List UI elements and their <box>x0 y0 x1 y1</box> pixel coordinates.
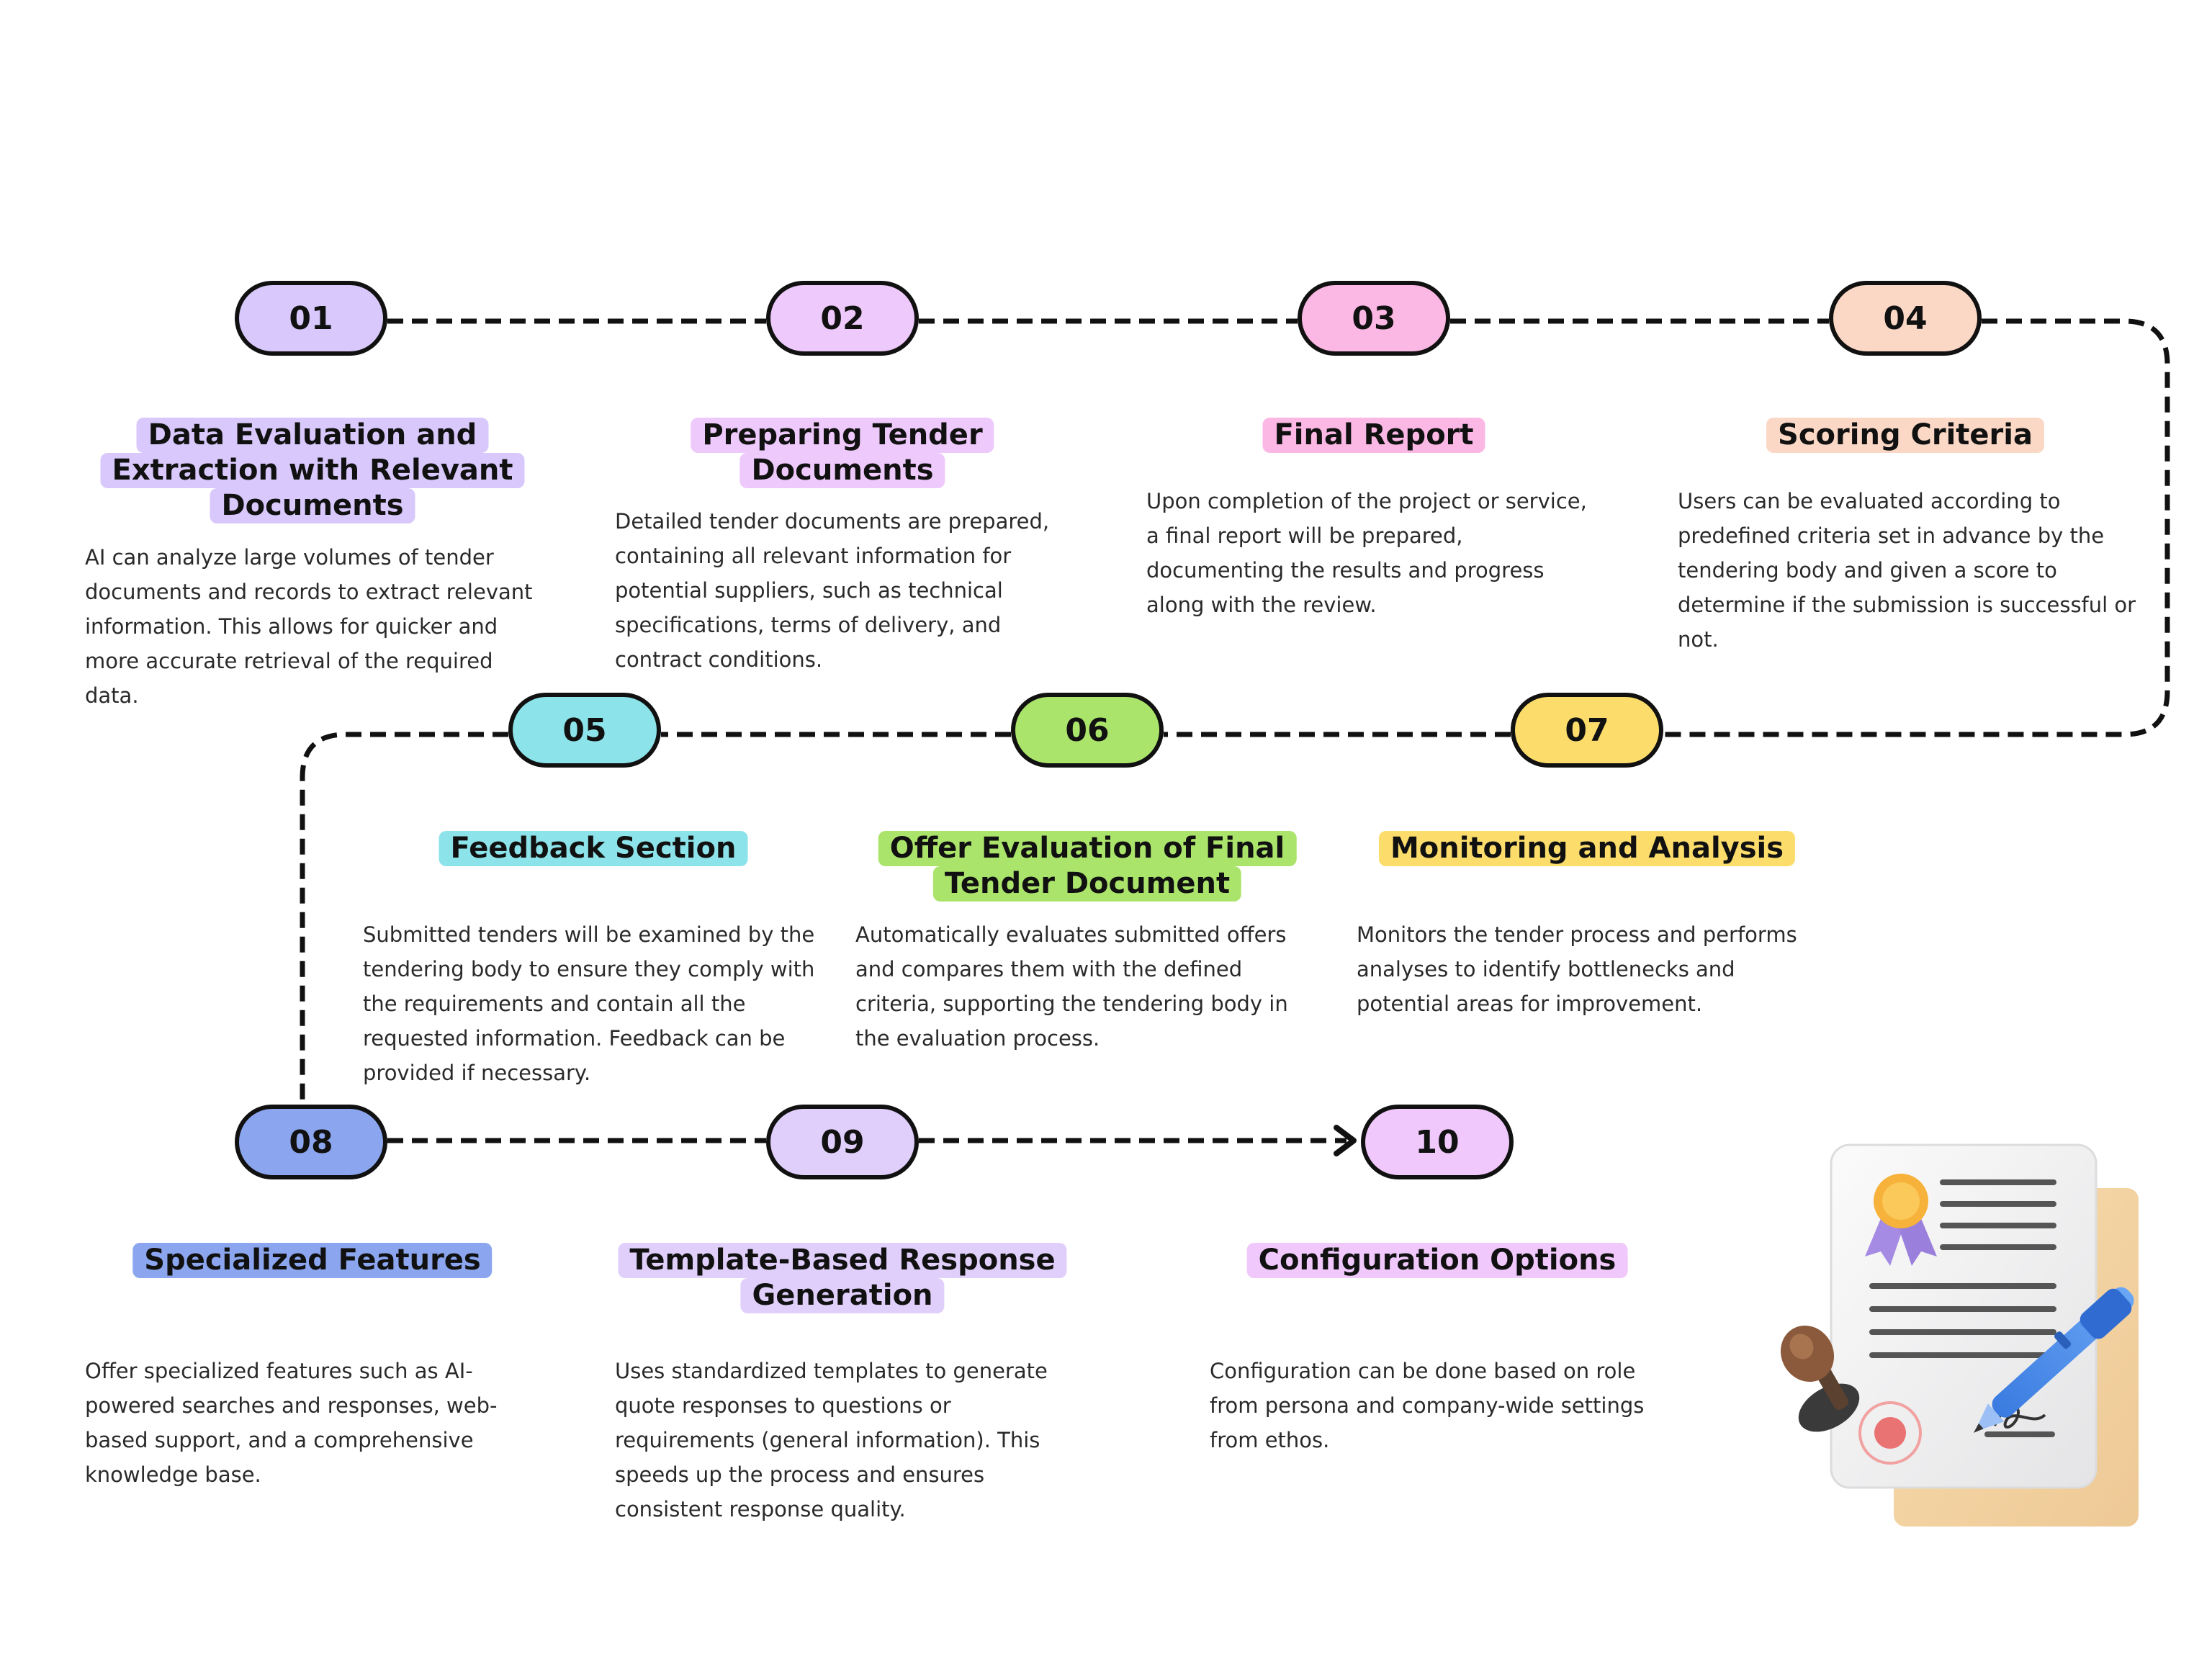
step-03-description: Upon completion of the project or servic… <box>1146 484 1587 622</box>
rubber-stamp-icon <box>1780 1325 1860 1432</box>
step-01-description-line: documents and records to extract relevan… <box>85 580 533 604</box>
step-06-description-line: Automatically evaluates submitted offers <box>855 922 1287 947</box>
step-09-title: Template-Based Response Generation <box>618 1243 1067 1313</box>
ribbon-badge-icon <box>1865 1174 1937 1266</box>
step-05-description-line: provided if necessary. <box>363 1061 591 1085</box>
step-07-number-pill: 07 <box>1511 693 1663 768</box>
step-06-description-line: criteria, supporting the tendering body … <box>855 992 1288 1016</box>
arrowhead-icon <box>1334 1125 1357 1156</box>
step-01-description: AI can analyze large volumes of tender d… <box>85 540 533 713</box>
step-02-title-line: Documents <box>739 453 945 488</box>
step-06-title-line: Tender Document <box>932 866 1242 902</box>
step-02-description-line: potential suppliers, such as technical <box>615 578 1003 603</box>
step-09-title-line: Generation <box>740 1278 945 1313</box>
step-05-description: Submitted tenders will be examined by th… <box>363 917 814 1090</box>
step-05-description-line: requested information. Feedback can be <box>363 1026 786 1051</box>
step-05-title-line: Feedback Section <box>439 831 748 866</box>
step-04-description-line: determine if the submission is successfu… <box>1678 593 2136 617</box>
step-02-title: Preparing Tender Documents <box>691 418 994 488</box>
step-10-number-pill: 10 <box>1361 1105 1514 1179</box>
step-03-number-pill: 03 <box>1298 281 1450 356</box>
step-04-description-line: tendering body and given a score to <box>1678 558 2057 583</box>
step-01-title: Data Evaluation and Extraction with Rele… <box>100 418 525 523</box>
step-09-title-line: Template-Based Response <box>618 1243 1067 1278</box>
step-02-description: Detailed tender documents are prepared, … <box>615 504 1049 677</box>
step-03-description-line: Upon completion of the project or servic… <box>1146 489 1587 513</box>
step-01-description-line: data. <box>85 683 139 708</box>
step-05-description-line: the requirements and contain all the <box>363 992 746 1016</box>
step-10-description-line: from ethos. <box>1210 1428 1330 1452</box>
step-04-description-line: not. <box>1678 627 1719 652</box>
step-02-title-line: Preparing Tender <box>691 418 994 453</box>
step-10-description-line: Configuration can be done based on role <box>1210 1359 1636 1383</box>
step-10-description: Configuration can be done based on role … <box>1210 1354 1644 1457</box>
step-04-number-pill: 04 <box>1829 281 1982 356</box>
step-01-description-line: more accurate retrieval of the required <box>85 649 493 673</box>
step-04-description-line: predefined criteria set in advance by th… <box>1678 523 2105 548</box>
step-09-description-line: speeds up the process and ensures <box>615 1462 985 1487</box>
step-06-number-pill: 06 <box>1011 693 1164 768</box>
step-05-number-pill: 05 <box>508 693 661 768</box>
step-04-description: Users can be evaluated according to pred… <box>1678 484 2136 657</box>
step-09-description-line: quote responses to questions or <box>615 1393 951 1418</box>
step-08-description: Offer specialized features such as AI- p… <box>85 1354 497 1492</box>
step-07-title-line: Monitoring and Analysis <box>1378 831 1796 866</box>
step-01-title-line: Documents <box>210 488 415 523</box>
step-01-description-line: information. This allows for quicker and <box>85 614 498 639</box>
step-04-title-line: Scoring Criteria <box>1766 418 2044 453</box>
step-03-title-line: Final Report <box>1262 418 1485 453</box>
step-03-description-line: a final report will be prepared, <box>1146 523 1463 548</box>
step-01-title-line: Data Evaluation and <box>136 418 489 453</box>
connector-line <box>300 318 2170 1143</box>
step-01-description-line: AI can analyze large volumes of tender <box>85 545 494 570</box>
step-08-description-line: Offer specialized features such as AI- <box>85 1359 473 1383</box>
step-02-description-line: Detailed tender documents are prepared, <box>615 509 1050 534</box>
pen-icon <box>1973 1287 2134 1433</box>
step-10-description-line: from persona and company-wide settings <box>1210 1393 1645 1418</box>
step-02-description-line: contract conditions. <box>615 647 823 672</box>
step-06-title-line: Offer Evaluation of Final <box>878 831 1297 866</box>
step-02-description-line: containing all relevant information for <box>615 544 1012 568</box>
step-09-description: Uses standardized templates to generate … <box>615 1354 1048 1527</box>
step-07-title: Monitoring and Analysis <box>1378 831 1796 866</box>
step-02-number-pill: 02 <box>766 281 919 356</box>
step-08-description-line: knowledge base. <box>85 1462 261 1487</box>
step-05-title: Feedback Section <box>439 831 748 866</box>
step-08-description-line: based support, and a comprehensive <box>85 1428 474 1452</box>
step-07-description-line: analyses to identify bottlenecks and <box>1357 957 1735 981</box>
step-04-description-line: Users can be evaluated according to <box>1678 489 2061 513</box>
step-05-description-line: Submitted tenders will be examined by th… <box>363 922 815 947</box>
step-09-number-pill: 09 <box>766 1105 919 1179</box>
step-01-title-line: Extraction with Relevant <box>100 453 525 488</box>
step-08-number-pill: 08 <box>235 1105 387 1179</box>
step-09-description-line: requirements (general information). This <box>615 1428 1040 1452</box>
step-03-title: Final Report <box>1262 418 1485 453</box>
step-08-description-line: powered searches and responses, web- <box>85 1393 498 1418</box>
step-06-description-line: the evaluation process. <box>855 1026 1100 1051</box>
step-04-title: Scoring Criteria <box>1766 418 2044 453</box>
step-05-description-line: tendering body to ensure they comply wit… <box>363 957 815 981</box>
step-03-description-line: along with the review. <box>1146 593 1377 617</box>
step-01-number-pill: 01 <box>235 281 387 356</box>
step-09-description-line: consistent response quality. <box>615 1497 906 1521</box>
step-02-description-line: specifications, terms of delivery, and <box>615 613 1002 637</box>
step-09-description-line: Uses standardized templates to generate <box>615 1359 1048 1383</box>
step-07-description-line: potential areas for improvement. <box>1357 992 1703 1016</box>
step-06-title: Offer Evaluation of Final Tender Documen… <box>878 831 1297 902</box>
step-06-description: Automatically evaluates submitted offers… <box>855 917 1288 1056</box>
step-07-description-line: Monitors the tender process and performs <box>1357 922 1797 947</box>
step-06-description-line: and compares them with the defined <box>855 957 1243 981</box>
step-08-title: Specialized Features <box>132 1243 493 1278</box>
step-03-description-line: documenting the results and progress <box>1146 558 1545 583</box>
step-07-description: Monitors the tender process and performs… <box>1357 917 1797 1021</box>
signed-contract-icon <box>1780 1143 2139 1527</box>
step-10-title-line: Configuration Options <box>1246 1243 1628 1278</box>
step-08-title-line: Specialized Features <box>132 1243 493 1278</box>
step-10-title: Configuration Options <box>1246 1243 1628 1278</box>
